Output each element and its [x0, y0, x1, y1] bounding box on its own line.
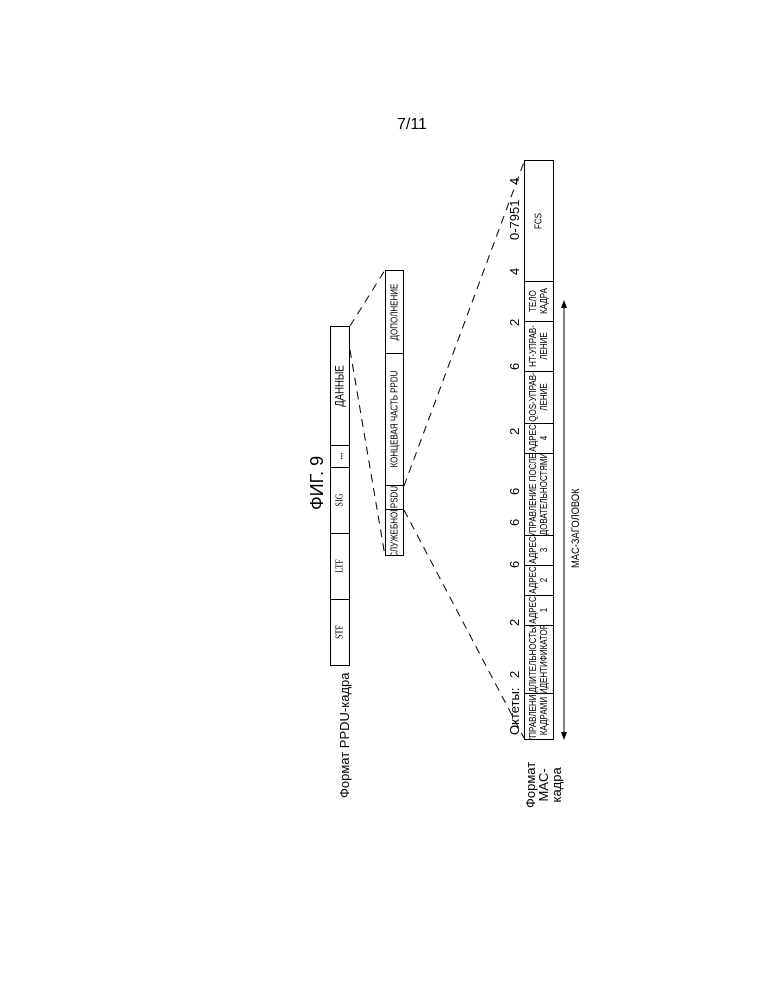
- mac-header-label: MAC-ЗАГОЛОВОК: [571, 488, 582, 568]
- zoom-line-data-left: [350, 350, 385, 556]
- mac-header-arrow-right: [561, 300, 567, 308]
- connector-lines: [300, 90, 600, 790]
- mac-header-arrow-left: [561, 732, 567, 740]
- zoom-line-data-right: [350, 270, 385, 326]
- zoom-line-psdu-right: [404, 162, 524, 486]
- zoom-line-psdu-left: [404, 510, 524, 738]
